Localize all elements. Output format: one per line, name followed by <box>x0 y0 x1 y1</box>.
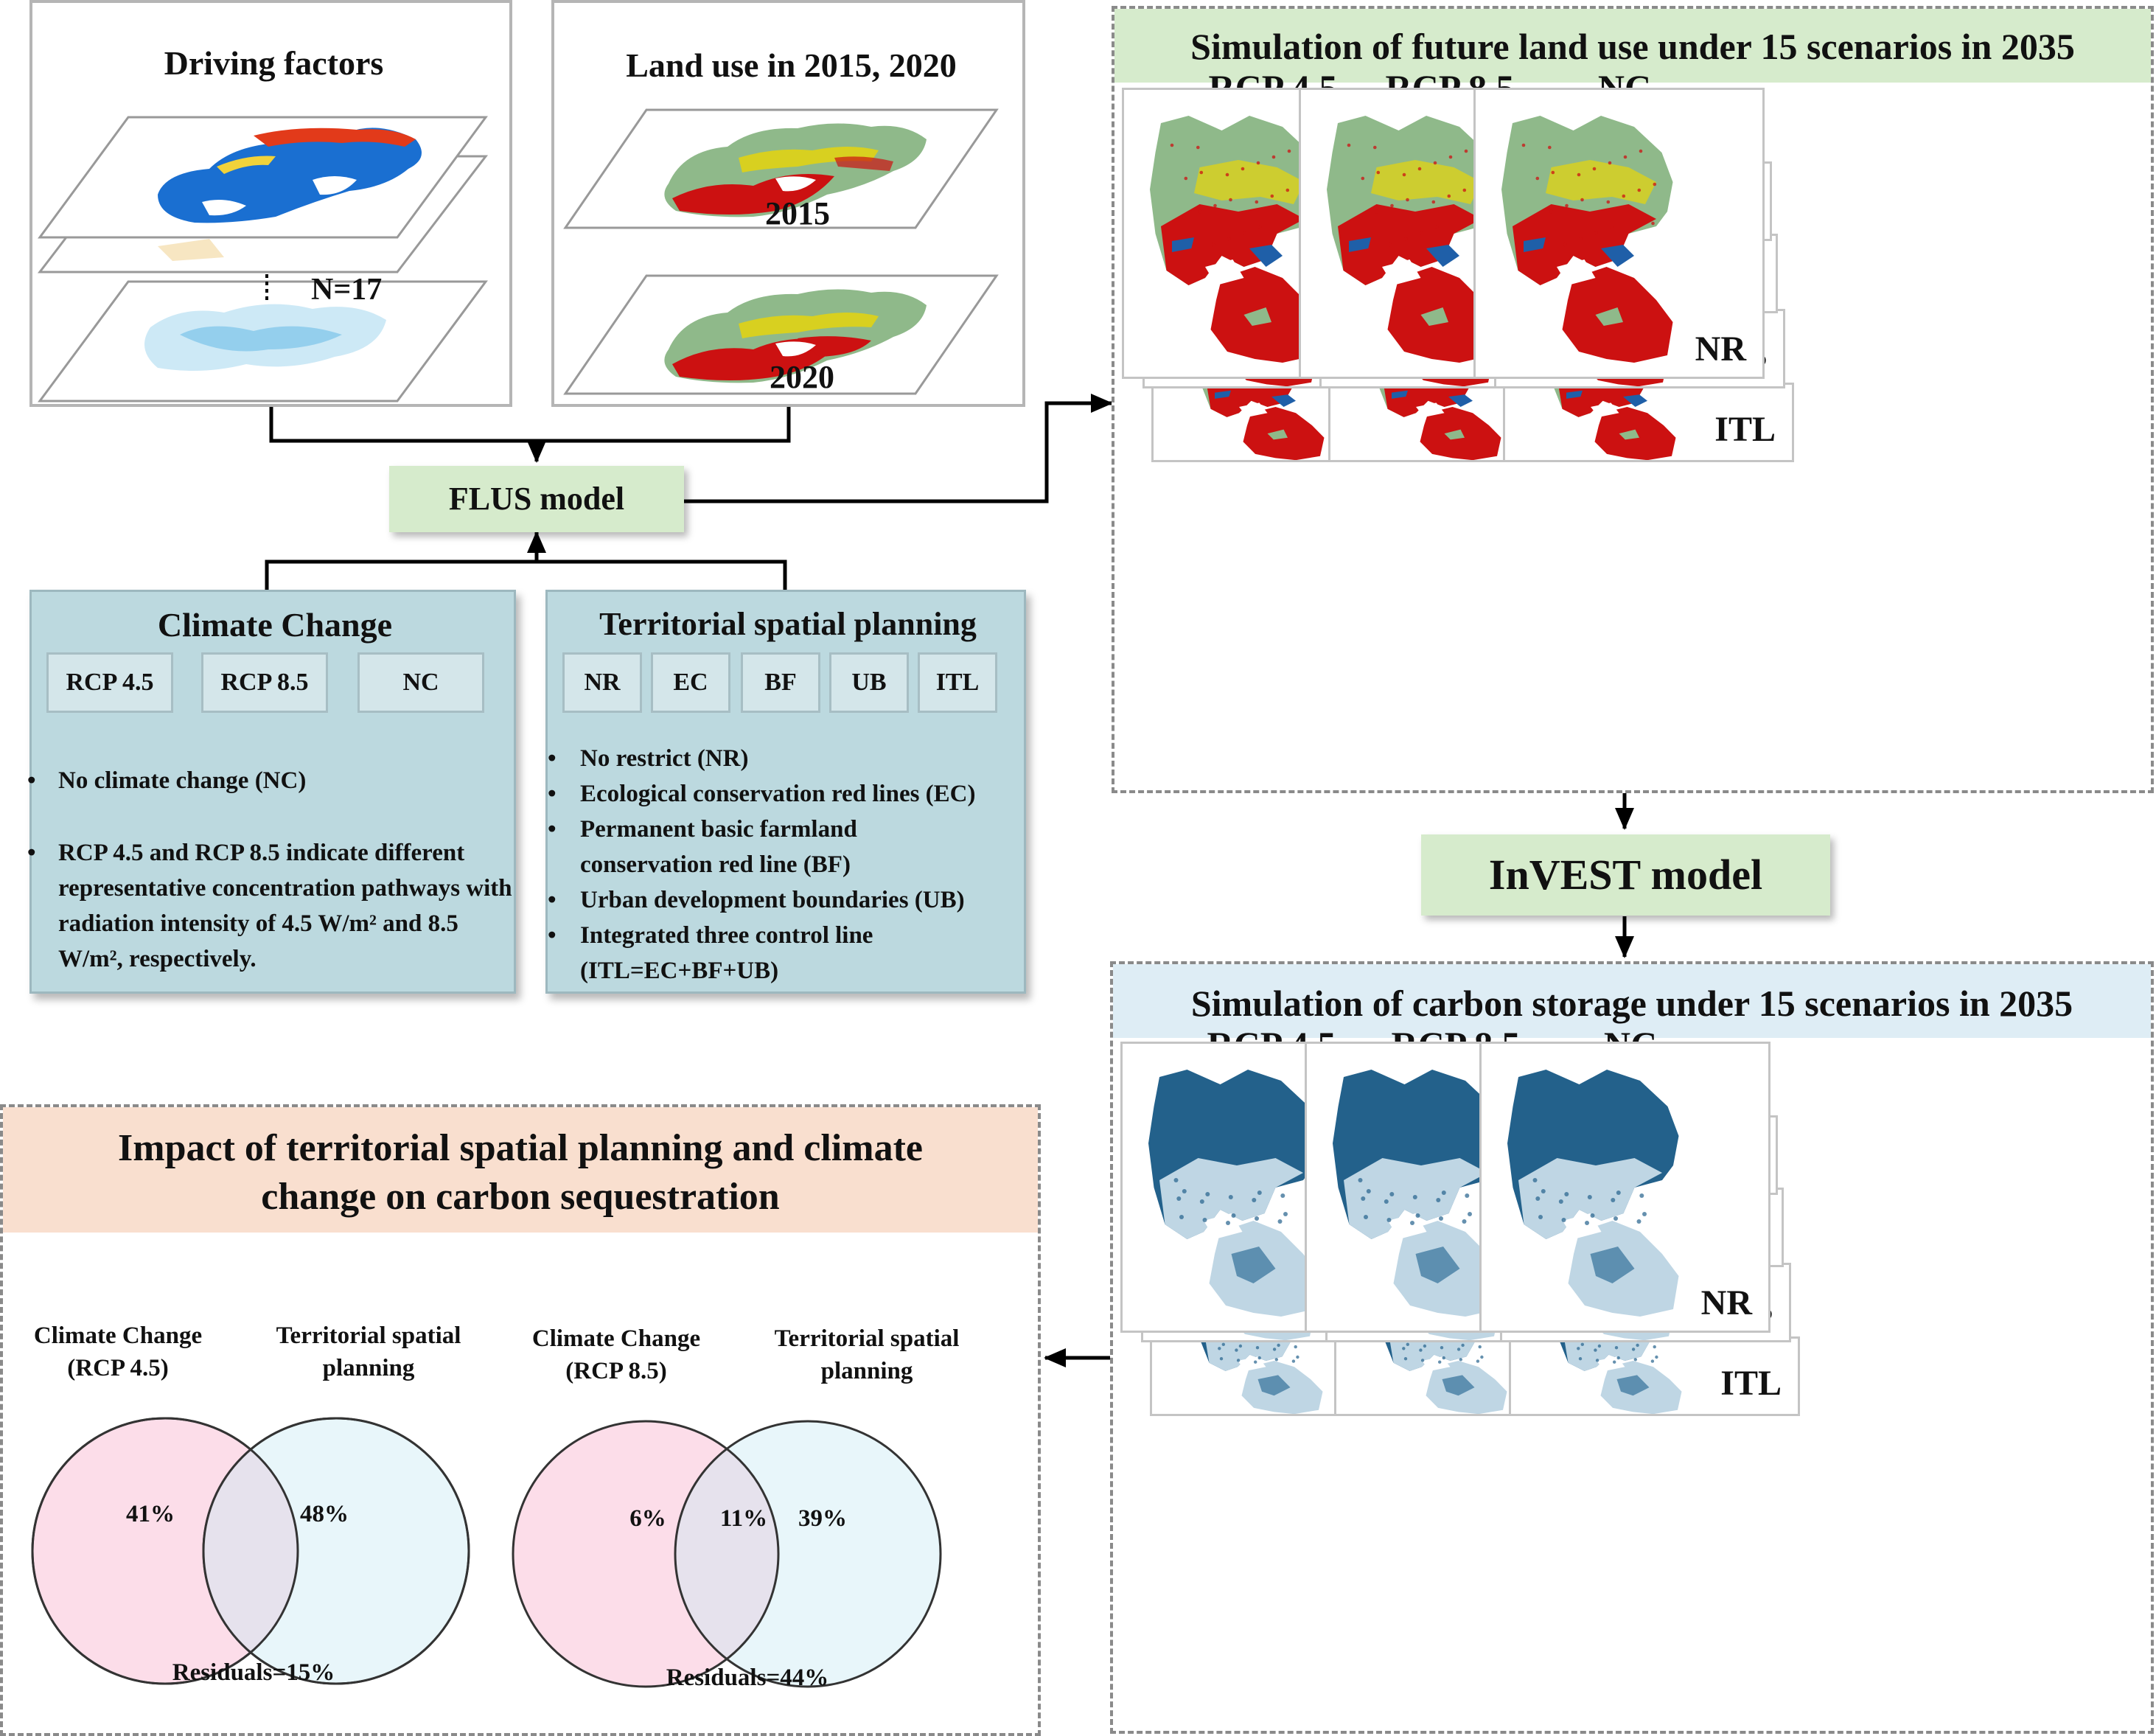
venn-rcp45-residuals: Residuals=15% <box>172 1659 335 1686</box>
carbon-card-label-2-nr: NR <box>1700 1283 1752 1322</box>
land-use-input-title: Land use in 2015, 2020 <box>626 46 957 84</box>
climate-bullet-nc: • No climate change (NC) <box>27 767 307 794</box>
carbon-simulation-title: Simulation of carbon storage under 15 sc… <box>1190 983 2073 1024</box>
venn-rcp85-right-pct: 39% <box>798 1505 847 1532</box>
climate-change-title: Climate Change <box>157 606 393 644</box>
landuse-simulation-panel: Simulation of future land use under 15 s… <box>1112 6 2154 793</box>
carbon-simulation-panel: Simulation of carbon storage under 15 sc… <box>1110 961 2154 1734</box>
driving-factors-title: Driving factors <box>164 44 384 82</box>
land-use-year-2015: 2015 <box>765 195 830 231</box>
venn-rcp85-overlap-pct: 11% <box>719 1505 768 1532</box>
land-use-year-2020: 2020 <box>770 359 834 395</box>
planning-bullet-itl: • Integrated three control line (ITL=EC+… <box>548 922 873 984</box>
planning-bullet-ub: • Urban development boundaries (UB) <box>548 887 965 913</box>
impact-panel: Impact of territorial spatial planning a… <box>0 1104 1041 1736</box>
planning-chip-nr: NR <box>562 652 642 713</box>
driving-factors-count: N=17 <box>311 273 383 307</box>
land-use-input-panel: Land use in 2015, 2020 2015 2020 <box>551 0 1025 407</box>
venn-diagram-rcp85 <box>512 1420 942 1688</box>
invest-model-label: InVEST model <box>1488 851 1763 899</box>
planning-chip-ub: UB <box>829 652 909 713</box>
landuse-simulation-title: Simulation of future land use under 15 s… <box>1190 26 2075 67</box>
venn-rcp85-left-pct: 6% <box>629 1505 666 1532</box>
venn-rcp85-left-label: Climate Change(RCP 8.5) <box>531 1325 701 1384</box>
impact-title-line2: change on carbon sequestration <box>261 1176 780 1218</box>
driving-factor-layers-illustration <box>37 116 489 402</box>
planning-bullet-bf: • Permanent basic farmland conservation … <box>548 816 857 878</box>
planning-chip-bf: BF <box>741 652 820 713</box>
climate-chip-rcp45: RCP 4.5 <box>46 652 173 713</box>
territorial-planning-title: Territorial spatial planning <box>599 606 977 642</box>
invest-model-box: InVEST model <box>1421 834 1830 916</box>
carbon-card-label-2-itl: ITL <box>1720 1364 1782 1403</box>
climate-chip-nc: NC <box>357 652 484 713</box>
venn-rcp45-right-pct: 48% <box>300 1501 349 1527</box>
landuse-card-label-2-itl: ITL <box>1714 410 1776 449</box>
landuse-card-2-itl: ITL <box>1503 383 1794 462</box>
landuse-card-2-nr: NR <box>1473 88 1765 379</box>
land-use-layers-illustration <box>563 108 999 395</box>
landuse-card-label-2-nr: NR <box>1695 330 1746 369</box>
planning-chip-itl: ITL <box>918 652 997 713</box>
carbon-card-1-nr: NR <box>1305 1042 1596 1333</box>
venn-rcp85-residuals: Residuals=44% <box>666 1664 829 1691</box>
driving-factors-panel: Driving factors N=17 <box>29 0 512 407</box>
climate-change-panel: Climate Change RCP 4.5 RCP 8.5 NC • No c… <box>27 590 516 994</box>
flus-model-box: FLUS model <box>389 466 684 532</box>
planning-bullet-nr: • No restrict (NR) <box>548 745 749 772</box>
venn-rcp45-left-label: Climate Change(RCP 4.5) <box>33 1322 203 1381</box>
venn-rcp45-left-pct: 41% <box>126 1501 175 1527</box>
territorial-planning-panel: Territorial spatial planning NR EC BF UB… <box>545 590 1026 994</box>
planning-bullet-ec: • Ecological conservation red lines (EC) <box>548 781 976 807</box>
carbon-card-2-itl: ITL <box>1509 1336 1800 1416</box>
impact-title-line1: Impact of territorial spatial planning a… <box>118 1127 923 1169</box>
climate-bullet-rcp: • RCP 4.5 and RCP 8.5 indicate different… <box>27 840 512 972</box>
climate-chip-rcp85: RCP 8.5 <box>201 652 328 713</box>
venn-diagram-rcp45 <box>31 1417 470 1685</box>
carbon-card-2-nr: NR <box>1479 1042 1770 1333</box>
flus-model-label: FLUS model <box>448 481 625 517</box>
planning-chip-ec: EC <box>651 652 730 713</box>
